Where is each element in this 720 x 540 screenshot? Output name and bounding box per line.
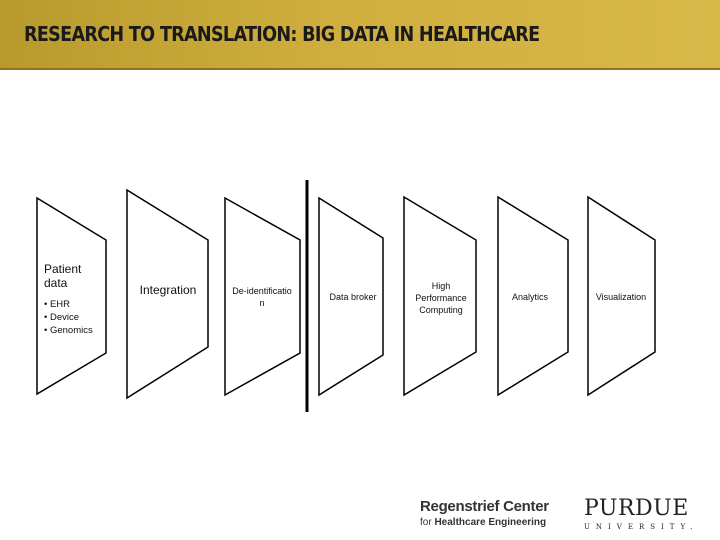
bullet-item: EHR [44,298,93,311]
stage-label-patient-data: Patient data [44,262,82,290]
stage-shape-integration [126,188,209,400]
stage-shape-analytics [497,195,569,397]
stage-label-hpc: High Performance Computing [415,281,467,315]
stage-label-data-broker: Data broker [329,292,377,302]
bullet-item: Genomics [44,324,93,337]
regenstrief-title: Regenstrief Center [420,498,549,515]
header-divider [0,68,720,70]
stage-shape-data-broker [318,196,384,397]
stage-shape-patient-data [36,196,107,396]
stage-shape-hpc [403,195,477,397]
stage-label-integration: Integration [139,283,197,297]
stage-label-deidentification: De-identification [232,286,292,308]
stage-shape-deidentification [224,196,301,397]
page-title: RESEARCH TO TRANSLATION: BIG DATA IN HEA… [24,22,540,46]
regenstrief-subtitle-bold: Healthcare Engineering [434,517,547,528]
bullet-item: Device [44,311,93,324]
header-bar [0,0,720,68]
purdue-university-text: UNIVERSITY. [584,523,699,531]
regenstrief-subtitle: for Healthcare Engineering [420,517,549,528]
purdue-wordmark: PURDUE [584,496,689,521]
regenstrief-for: for [420,517,432,528]
stage-shape-visualization [587,195,656,397]
purdue-logo: PURDUE UNIVERSITY. [584,496,698,531]
stage-label-visualization: Visualization [595,292,647,302]
patient-data-bullets: EHR Device Genomics [44,298,93,337]
regenstrief-logo: Regenstrief Center for Healthcare Engine… [420,498,549,528]
stage-label-analytics: Analytics [511,292,548,302]
